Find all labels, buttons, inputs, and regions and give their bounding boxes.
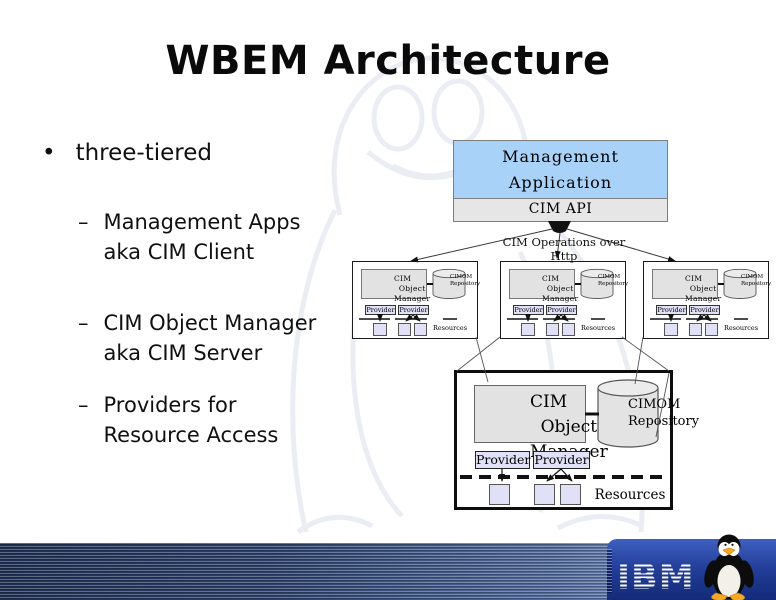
sub-line1: CIM Object Manager	[103, 311, 317, 335]
provider-box: Provider	[656, 305, 687, 315]
resources-label: Resources	[594, 487, 666, 503]
repo-line1: CIMOM	[450, 274, 473, 280]
repo-line1: CIMOM	[628, 397, 681, 412]
com-line1: CIM	[394, 274, 412, 283]
resource-square	[534, 484, 555, 505]
com-line2: Object Manager	[542, 284, 579, 303]
ibm-panel: IBM	[607, 534, 776, 600]
com-line1: CIM	[685, 274, 703, 283]
repo-line2: Repository	[628, 414, 700, 429]
repo-line1: CIMOM	[741, 274, 764, 280]
management-application-node: Management Application CIM API	[453, 140, 668, 222]
provider-box: Provider	[533, 451, 590, 469]
provider-box: Provider	[475, 451, 531, 469]
sub-line1: Providers for	[103, 393, 237, 417]
resource-square	[414, 323, 427, 336]
resource-square	[521, 323, 535, 336]
resource-square	[689, 323, 702, 336]
resources-label: Resources	[723, 324, 759, 332]
sub-line1: Management Apps	[103, 210, 301, 234]
cim-server-node-1: CIM Object Manager CIMOM Repository Prov…	[352, 261, 480, 339]
cim-api-bar: CIM API	[454, 198, 667, 221]
cimom-repository-cylinder	[432, 268, 466, 299]
cim-operations-label: CIM Operations over Http	[502, 235, 626, 263]
ibm-logo: IBM	[616, 556, 700, 598]
cimom-repository-label: CIMOM Repository	[723, 274, 771, 287]
cim-server-node-3: CIM Object Manager CIMOM Repository Prov…	[643, 261, 771, 339]
resource-square	[664, 323, 678, 336]
bullet-text: three-tiered	[75, 140, 212, 166]
bullet-three-tiered: • three-tiered	[42, 140, 212, 166]
resource-square	[398, 323, 411, 336]
sub-bullet-providers: – Providers for Resource Access	[78, 390, 278, 450]
cim-object-manager-box: CIM Object Manager	[361, 269, 430, 303]
provider-box: Provider	[365, 305, 396, 315]
provider-box: Provider	[513, 305, 544, 315]
sub-line2: aka CIM Server	[103, 341, 263, 365]
dash-glyph: –	[78, 210, 89, 234]
sub-bullet-cim-object-manager: – CIM Object Manager aka CIM Server	[78, 308, 316, 368]
sub-bullet-text: Providers for Resource Access	[104, 390, 279, 450]
repo-line2: Repository	[450, 281, 481, 287]
sub-bullet-management-apps: – Management Apps aka CIM Client	[78, 207, 300, 267]
page-title: WBEM Architecture	[165, 38, 611, 84]
resource-square	[546, 323, 559, 336]
resource-square	[562, 323, 575, 336]
resource-square	[489, 484, 510, 505]
resource-square	[373, 323, 387, 336]
bullet-glyph: •	[42, 140, 56, 166]
com-line2: Object Manager	[394, 284, 431, 303]
cim-server-node-detail: CIM Object Manager CIMOM Repository Prov…	[454, 370, 699, 510]
dash-glyph: –	[78, 393, 89, 417]
fan-origin-glyph	[548, 221, 571, 233]
dash-glyph: –	[78, 311, 89, 335]
sub-line2: aka CIM Client	[103, 240, 255, 264]
repo-line1: CIMOM	[598, 274, 621, 280]
cim-server-node-2: CIM Object Manager CIMOM Repository Prov…	[500, 261, 628, 339]
tux-icon	[704, 534, 754, 600]
resources-label: Resources	[580, 324, 616, 332]
com-line2: Object Manager	[685, 284, 722, 303]
provider-box: Provider	[546, 305, 577, 315]
provider-box: Provider	[398, 305, 429, 315]
repo-line2: Repository	[741, 281, 772, 287]
cimom-repository-cylinder	[723, 268, 757, 299]
mgmt-line2: Application	[508, 173, 613, 192]
repo-line2: Repository	[598, 281, 629, 287]
sub-line2: Resource Access	[103, 423, 279, 447]
resource-square	[705, 323, 718, 336]
provider-box: Provider	[689, 305, 720, 315]
cimom-repository-label: CIMOM Repository	[597, 396, 699, 429]
resource-square	[560, 484, 581, 505]
com-line1: CIM	[530, 392, 568, 412]
management-application-label: Management Application	[454, 141, 667, 198]
sub-bullet-text: CIM Object Manager aka CIM Server	[104, 308, 317, 368]
cim-object-manager-box: CIM Object Manager	[509, 269, 578, 303]
cimom-repository-label: CIMOM Repository	[580, 274, 628, 287]
mgmt-line1: Management	[502, 147, 619, 166]
com-line1: CIM	[542, 274, 560, 283]
sub-bullet-text: Management Apps aka CIM Client	[104, 207, 301, 267]
cim-object-manager-box: CIM Object Manager	[474, 385, 608, 462]
cim-object-manager-box: CIM Object Manager	[652, 269, 721, 303]
panel-ribs	[607, 549, 612, 593]
resources-label: Resources	[432, 324, 468, 332]
cimom-repository-label: CIMOM Repository	[432, 274, 480, 287]
